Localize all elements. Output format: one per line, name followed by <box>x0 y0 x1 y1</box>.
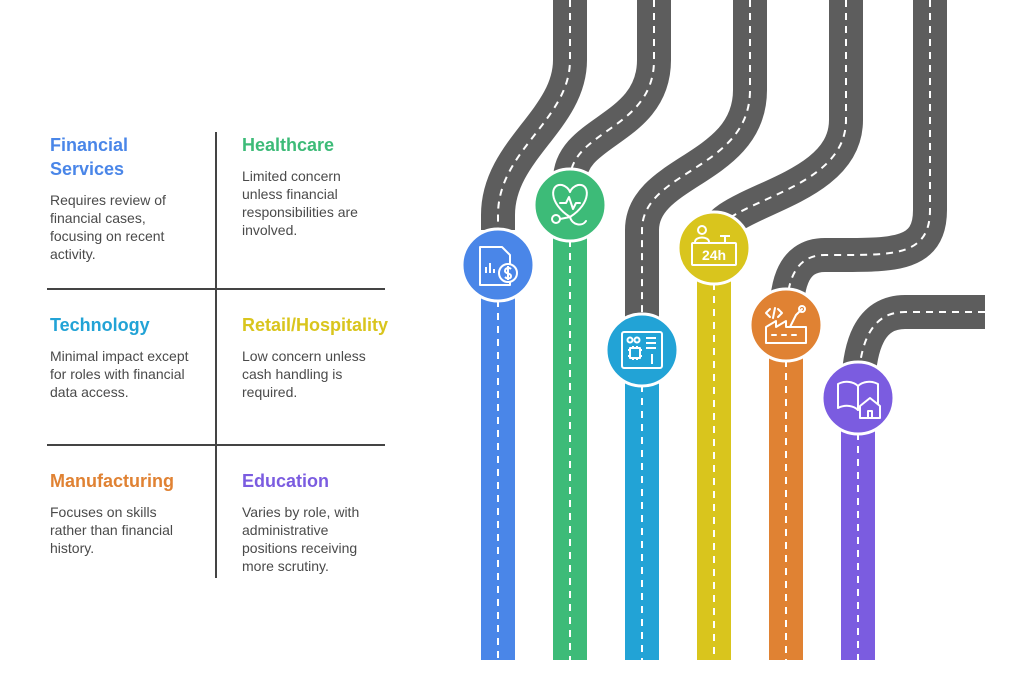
cell-manufacturing: Manufacturing Focuses on skills rather t… <box>50 469 210 557</box>
book-house-icon <box>820 360 896 436</box>
cell-technology: Technology Minimal impact except for rol… <box>50 313 210 401</box>
circle-healthcare <box>532 167 608 243</box>
circuit-board-icon <box>604 312 680 388</box>
heart-stethoscope-icon <box>532 167 608 243</box>
lane-healthcare <box>569 0 655 205</box>
factory-robot-arm-icon <box>748 287 824 363</box>
grid-divider-horizontal-2 <box>47 444 385 446</box>
heading-healthcare: Healthcare <box>242 135 335 155</box>
desc-financial-services: Requires review of financial cases, focu… <box>50 192 166 262</box>
grid-divider-vertical <box>215 132 217 578</box>
heading-financial-services: Financial Services <box>50 135 129 179</box>
heading-manufacturing: Manufacturing <box>50 471 174 491</box>
desc-healthcare: Limited concern unless financial respons… <box>242 168 358 238</box>
cell-retail-hospitality: Retail/Hospitality Low concern unless ca… <box>242 313 412 401</box>
circle-financial <box>460 227 536 303</box>
heading-retail-hospitality: Retail/Hospitality <box>242 315 389 335</box>
desc-technology: Minimal impact except for roles with fin… <box>50 348 189 400</box>
desc-manufacturing: Focuses on skills rather than financial … <box>50 504 173 556</box>
cell-financial-services: Financial Services Requires review of fi… <box>50 133 210 263</box>
cell-healthcare: Healthcare Limited concern unless financ… <box>242 133 402 239</box>
grid-divider-horizontal-1 <box>47 288 385 290</box>
lane-financial <box>497 0 571 230</box>
24h-service-desk-icon: 24h <box>676 210 752 286</box>
lane-bar-dashes <box>497 240 859 660</box>
desc-education: Varies by role, with administrative posi… <box>242 504 360 574</box>
cell-education: Education Varies by role, with administr… <box>242 469 402 575</box>
24h-label: 24h <box>702 247 726 263</box>
heading-technology: Technology <box>50 315 150 335</box>
document-dollar-icon <box>460 227 536 303</box>
heading-education: Education <box>242 471 330 491</box>
lane-technology <box>641 0 751 320</box>
desc-retail-hospitality: Low concern unless cash handling is requ… <box>242 348 366 400</box>
